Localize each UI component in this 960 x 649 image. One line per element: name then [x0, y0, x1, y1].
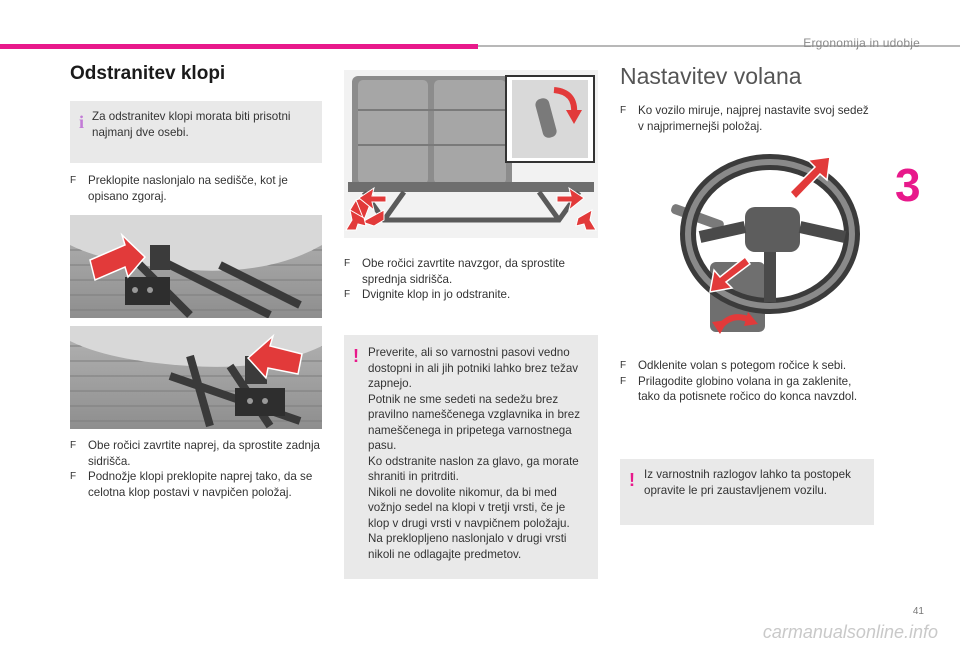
header-accent-bar — [0, 44, 478, 49]
warning-box-bench: ! Preverite, ali so varnostni pasovi ved… — [344, 335, 598, 579]
chapter-number: 3 — [895, 159, 921, 211]
bench-illustration — [344, 70, 598, 238]
photo-rear-lever — [70, 215, 322, 318]
page-number: 41 — [912, 606, 924, 617]
bullet-icon: F — [344, 289, 351, 300]
bullet-icon: F — [620, 105, 627, 116]
warning-icon: ! — [629, 470, 635, 490]
bullet-icon: F — [70, 175, 77, 186]
warning-text: Preverite, ali so varnostni pasovi vedno… — [368, 346, 581, 561]
bullet-icon: F — [620, 360, 627, 371]
bullet-icon: F — [620, 375, 627, 387]
info-icon: i — [79, 112, 85, 132]
warning-text-steering: Iz varnostnih razlogov lahko ta postopek… — [644, 468, 851, 497]
bullet-icon: F — [70, 471, 77, 482]
info-text: Za odstranitev klopi morata biti prisotn… — [92, 110, 291, 139]
chapter-title: Ergonomija in udobje — [803, 36, 920, 50]
watermark: carmanualsonline.info — [762, 622, 938, 642]
bullet-icon: F — [344, 258, 351, 269]
section-title-steering: Nastavitev volana — [620, 63, 802, 89]
bullet-icon: F — [70, 440, 77, 451]
info-box: i Za odstranitev klopi morata biti priso… — [70, 101, 322, 163]
steering-wheel-illustration — [650, 152, 860, 342]
warning-icon: ! — [353, 346, 359, 366]
header-rule — [478, 45, 960, 47]
section-title-bench-removal: Odstranitev klopi — [70, 63, 226, 84]
warning-box-steering: ! Iz varnostnih razlogov lahko ta postop… — [620, 459, 874, 525]
photo-front-lever — [70, 326, 322, 429]
